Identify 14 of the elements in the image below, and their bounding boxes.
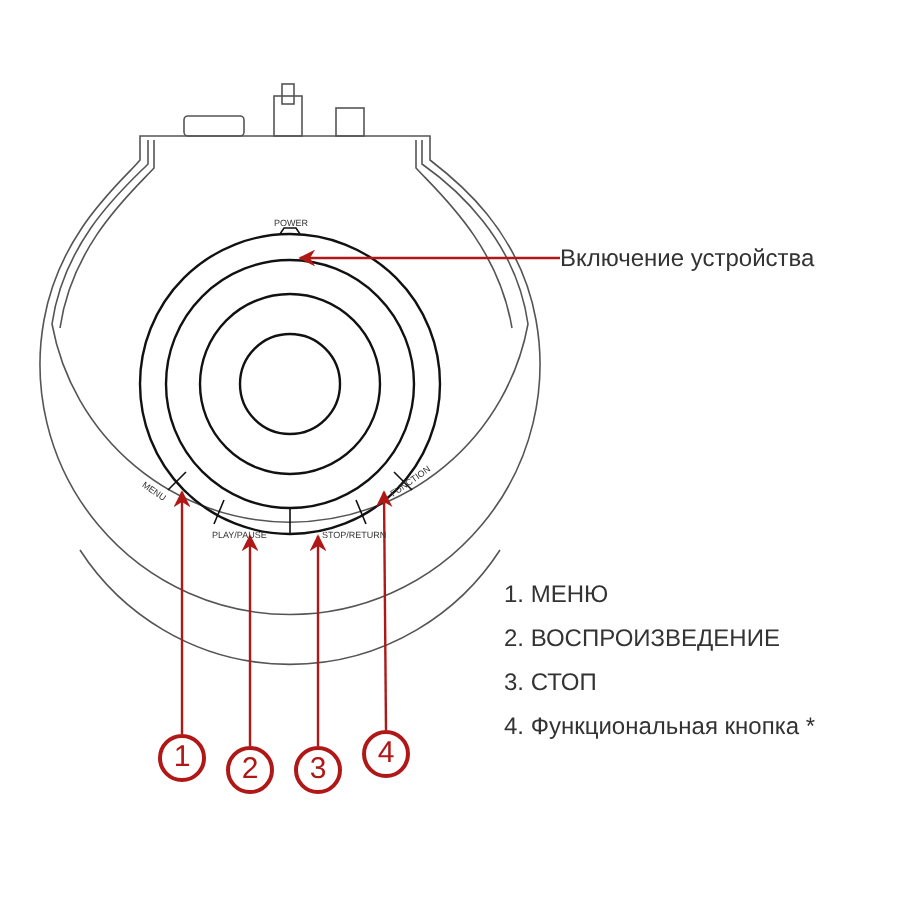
leader-arrow (298, 249, 560, 267)
leader-arrow (375, 490, 393, 730)
callout-number: 2 (226, 746, 274, 794)
leader-arrow (241, 534, 259, 746)
callout-number: 3 (294, 746, 342, 794)
leader-arrow (173, 490, 191, 734)
legend-item: 3. СТОП (504, 670, 597, 694)
legend-item: 1. МЕНЮ (504, 582, 609, 606)
callout-number: 4 (362, 730, 410, 778)
legend-item: 2. ВОСПРОИЗВЕДЕНИЕ (504, 626, 780, 650)
leader-arrow (309, 534, 327, 746)
callout-text: Включение устройства (560, 240, 880, 276)
callout-number: 1 (158, 734, 206, 782)
legend-item: 4. Функциональная кнопка * (504, 714, 816, 738)
